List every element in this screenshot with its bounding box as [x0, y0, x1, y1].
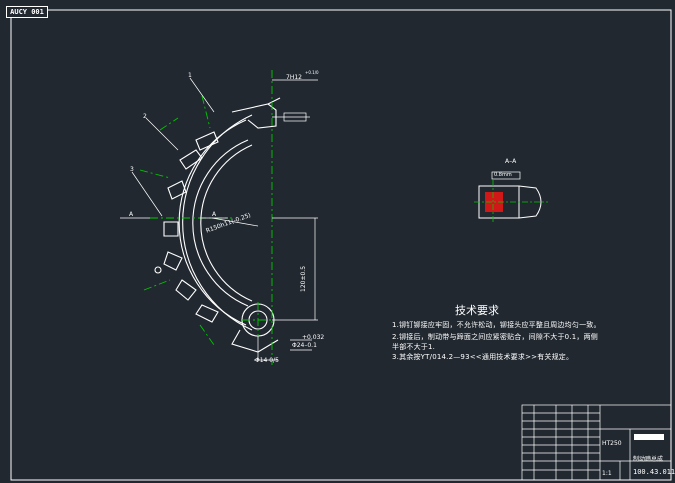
scale-value: 1:1: [602, 470, 612, 477]
brake-shoe-view: [154, 97, 281, 353]
section-title: A–A: [505, 158, 517, 165]
dim-top: 7H12: [286, 74, 302, 81]
dim-top-tolerance: +0.1/0: [305, 70, 319, 75]
tech-req-item-4: 3.其余按YT/014.2—93<<通用技术要求>>有关规定。: [392, 353, 574, 361]
hole-tolerance: +0.032: [302, 334, 325, 341]
section-tolerance: 0.8mm: [494, 172, 512, 178]
vertical-dim: 120±0.5: [300, 265, 307, 292]
center-lines: [139, 70, 276, 365]
drawing-number: 100.43.011: [633, 468, 675, 476]
leader-label-1: 1: [188, 72, 192, 79]
tech-req-title: 技术要求: [455, 304, 499, 317]
leader-label-3: 3: [130, 166, 134, 173]
title-block: [521, 404, 672, 481]
dimension-lines: [120, 77, 318, 361]
drawing-stamp: AUCY 001: [6, 6, 48, 18]
tech-req-item-1: 1.铆钉铆接应牢固，不允许松动，铆接头应平整且周边均匀一致。: [392, 321, 601, 329]
section-mark-right: A: [212, 211, 217, 218]
tech-req-item-2: 2.铆接后，制动带与蹄面之间应紧密贴合，间隙不大于0.1，两侧: [392, 333, 599, 341]
section-mark-left: A: [129, 211, 134, 218]
drawing-border: [10, 9, 672, 481]
material-value: HT250: [602, 440, 622, 447]
hole-dim: Φ24–0.1: [292, 342, 317, 349]
part-name: 制动蹄总成: [633, 456, 664, 463]
leader-label-2: 2: [143, 113, 147, 120]
bottom-dim: Φ14 0/5: [255, 357, 279, 364]
title-block-mark: [634, 434, 664, 440]
tech-req-item-3: 半部不大于1.: [392, 343, 436, 351]
section-view-a-a: [474, 171, 548, 224]
